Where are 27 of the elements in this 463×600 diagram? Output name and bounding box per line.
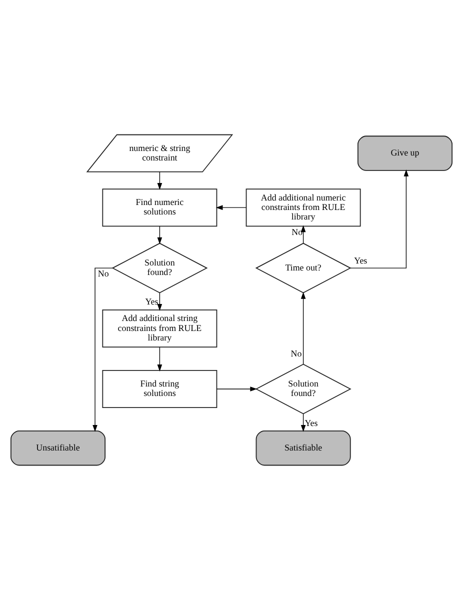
edge-label: No [292, 226, 303, 237]
arrow [300, 414, 306, 432]
node-box: Give up [357, 136, 453, 171]
node-box: Add additional string constraints from RULE library [102, 310, 218, 348]
arrow [350, 169, 409, 268]
edge-label: Yes [145, 296, 158, 307]
node-diamond: Solution found? [112, 242, 208, 294]
node-box: Unsatifiable [10, 430, 106, 466]
node-diamond: Time out? [255, 242, 352, 294]
arrow [216, 205, 246, 210]
arrow [216, 386, 258, 392]
edge-label: Yes [354, 255, 368, 266]
arrow [157, 172, 162, 190]
arrow [157, 226, 162, 244]
edge-label: No [290, 348, 302, 358]
arrow [300, 225, 306, 244]
edge-label: No [98, 268, 109, 279]
arrow [157, 346, 162, 372]
arrow [92, 268, 113, 432]
edge-label: Yes [304, 418, 318, 428]
node-diamond: Solution found? [255, 364, 352, 414]
arrow [300, 292, 306, 365]
node-box: Find string solutions [102, 370, 218, 408]
node-box: Find numeric solutions [102, 188, 218, 227]
node-box: Add additional numeric constraints from RULE library [246, 188, 361, 227]
node-box: Satisfiable [256, 430, 351, 466]
arrow [157, 292, 162, 311]
